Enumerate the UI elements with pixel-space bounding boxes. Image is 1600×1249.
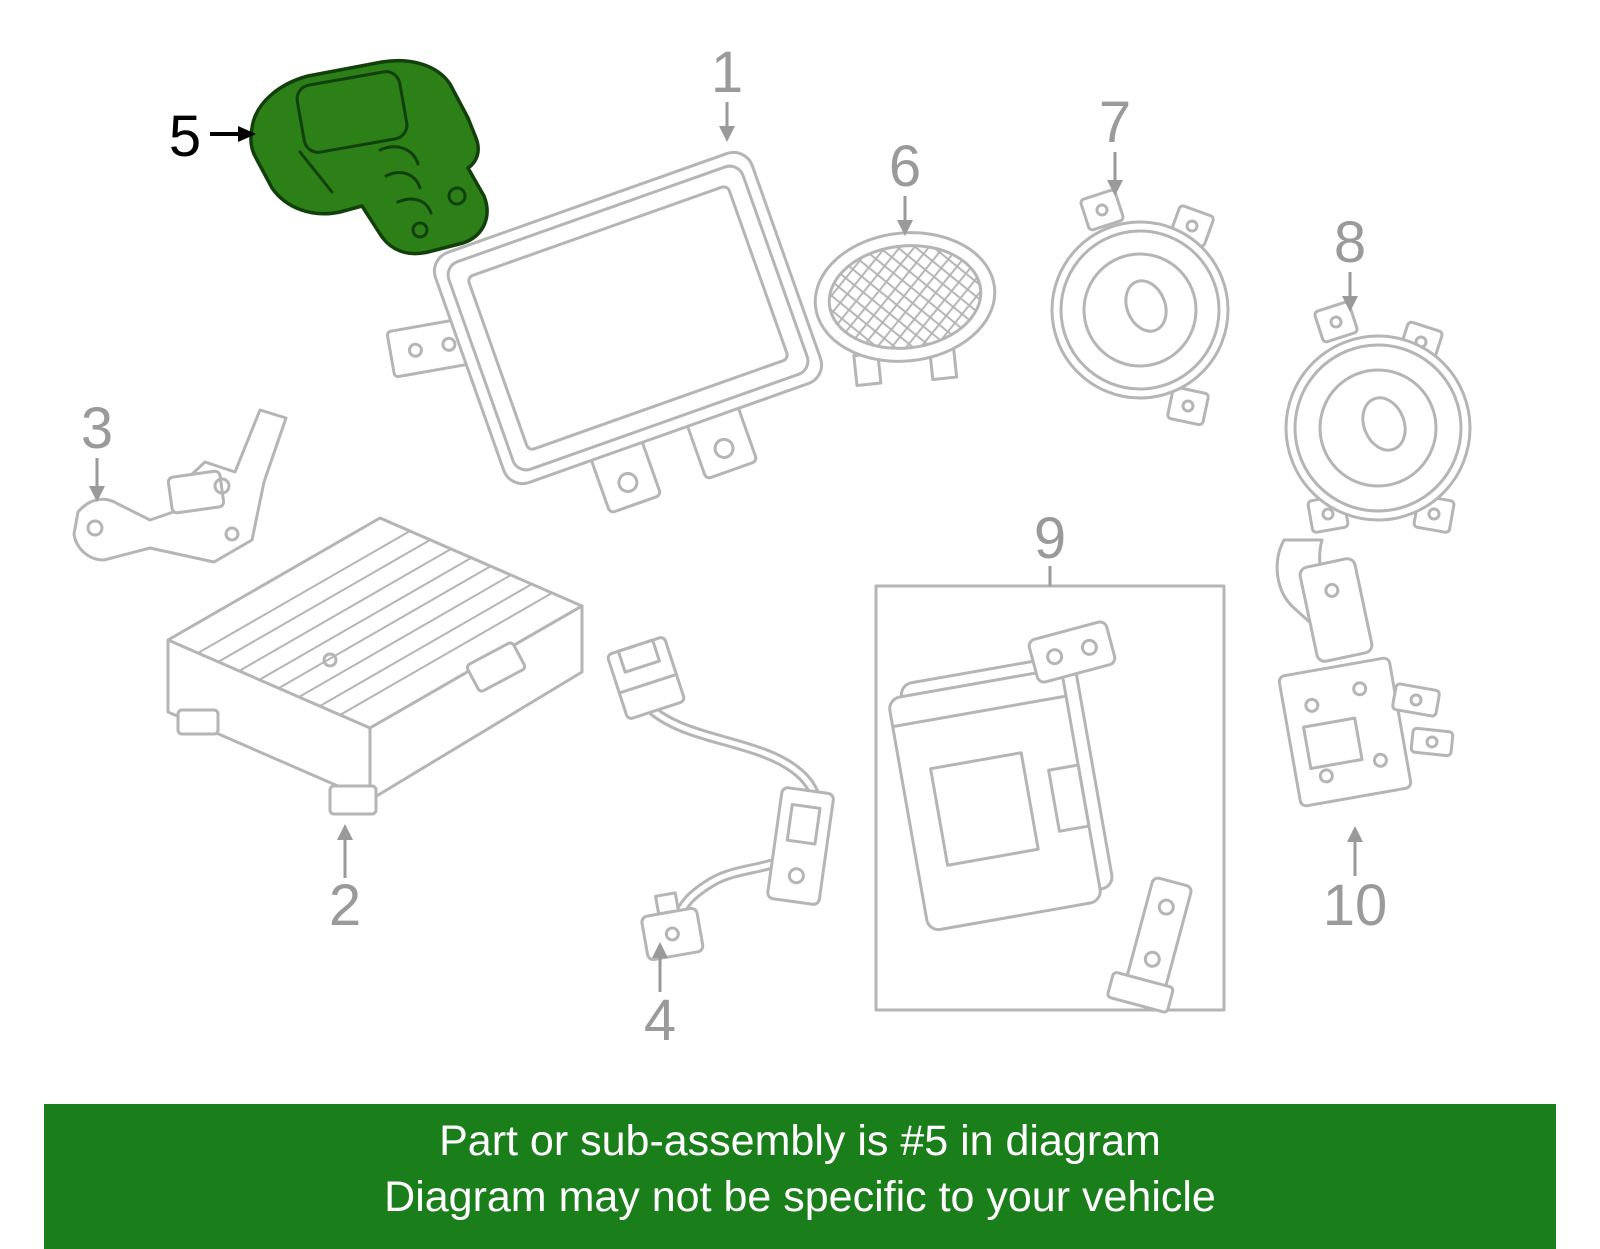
grille-mesh [827,244,983,350]
highlighted-part-body [249,58,489,256]
callout-6-label: 6 [889,134,921,199]
parts-diagram: 1 2 3 4 5 6 7 [72,40,1472,1053]
callout-10-label: 10 [1323,873,1388,938]
right-bracket-upper-plate [1298,557,1374,663]
harness-connector-top [606,636,686,720]
callout-2-label: 2 [329,873,361,938]
callout-8: 8 [1334,210,1366,312]
callout-5-label: 5 [169,104,201,169]
banner-line-1: Part or sub-assembly is #5 in diagram [439,1117,1161,1165]
speaker7-dust-cap [1124,279,1168,333]
display-screen-part [385,150,824,514]
amplifier-connector [465,641,527,693]
speaker7-tab-top [1079,188,1125,232]
harness-connector-mid [766,786,835,906]
amplifier-part [166,516,584,816]
callout-9-label: 9 [1034,506,1066,571]
speaker8-tab-topleft [1313,300,1359,344]
right-bracket-part [1275,538,1455,808]
callout-4-label: 4 [644,988,676,1053]
callout-6: 6 [889,134,921,236]
right-bracket-main-plate [1277,656,1413,808]
amplifier-heatsink-fins [197,530,553,716]
callout-7: 7 [1099,90,1131,196]
speaker8-dust-cap [1361,396,1407,452]
callout-1: 1 [711,40,743,142]
amplifier-foot [328,784,378,816]
callout-10: 10 [1323,826,1388,938]
speaker7-tab-bottom [1166,385,1210,427]
callout-4: 4 [644,942,676,1053]
speaker-8-part [1284,300,1472,534]
left-bracket-part [72,408,288,564]
callout-8-label: 8 [1334,210,1366,275]
callout-2: 2 [329,824,361,938]
speaker-7-part [1050,188,1230,427]
speaker-grille-part [813,231,997,388]
callout-1-label: 1 [711,40,743,105]
highlighted-part-5 [249,58,489,256]
info-banner: Part or sub-assembly is #5 in diagram Di… [44,1104,1556,1249]
module-bracket-bottom [1106,876,1193,1014]
callout-3: 3 [81,396,113,502]
callout-7-label: 7 [1099,90,1131,155]
right-bracket-tab-2 [1409,726,1455,758]
control-module [888,654,1114,932]
left-bracket-clip [166,469,226,515]
callout-5-highlighted: 5 [169,104,256,169]
module-bracket-top [1027,620,1117,684]
banner-line-2: Diagram may not be specific to your vehi… [384,1172,1216,1221]
callout-3-label: 3 [81,396,113,461]
highlighted-part-lid [295,70,409,154]
harness-connector-end [640,891,705,962]
callout-9: 9 [1034,506,1066,586]
amplifier-foot-left [176,708,220,736]
module-assembly-part [874,584,1226,1014]
display-screen-body [432,150,824,514]
right-bracket-tab-1 [1391,682,1441,718]
wiring-harness-part [606,636,835,962]
